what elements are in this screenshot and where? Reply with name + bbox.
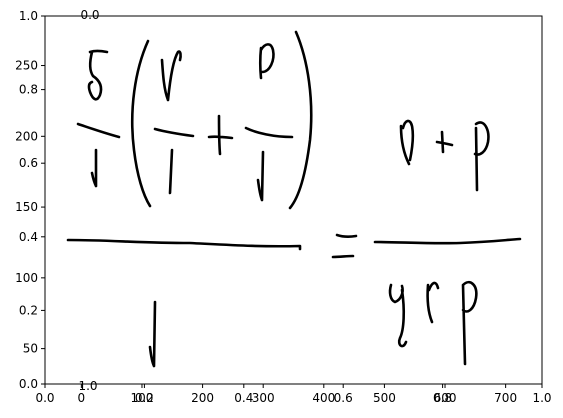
y-tick-label: 0.0 bbox=[19, 377, 38, 391]
ink-stroke bbox=[90, 148, 98, 188]
ink-stroke bbox=[258, 43, 275, 80]
ink-stroke bbox=[76, 122, 121, 139]
y-tick-label: 0.8 bbox=[19, 83, 38, 97]
ink-stroke bbox=[461, 280, 478, 366]
y-tick-label: 50 bbox=[23, 342, 38, 356]
overlap-x-label: 1.0 bbox=[78, 379, 97, 393]
x-tick-label: 500 bbox=[373, 391, 396, 405]
x-tick-label: 300 bbox=[252, 391, 275, 405]
ink-stroke bbox=[256, 150, 265, 202]
x-tick-label: 200 bbox=[191, 391, 214, 405]
y-tick-label: 0.2 bbox=[19, 303, 38, 317]
image-x-axis: 0 100 200 300 400 500 600 700 bbox=[78, 384, 517, 405]
ink-stroke bbox=[426, 281, 440, 324]
x-tick-label: 600 bbox=[434, 391, 457, 405]
ink-stroke bbox=[244, 126, 294, 139]
x-tick-label: 1.0 bbox=[532, 391, 551, 405]
x-tick-label: 0.8 bbox=[433, 391, 452, 405]
ink-stroke bbox=[331, 233, 358, 259]
outer-y-axis: 0.0 0.2 0.4 0.6 0.8 1.0 bbox=[19, 9, 45, 391]
x-tick-label: 0.2 bbox=[135, 391, 154, 405]
ink-stroke bbox=[160, 50, 182, 102]
ink-stroke bbox=[388, 283, 408, 348]
ink-stroke bbox=[153, 127, 195, 138]
y-tick-label: 0.6 bbox=[19, 156, 38, 170]
ink-stroke bbox=[207, 114, 234, 156]
outer-x-axis: 0.0 0.2 0.4 0.6 0.8 1.0 bbox=[35, 384, 552, 405]
ink-stroke bbox=[435, 130, 454, 154]
image-y-axis: 50 100 150 200 250 bbox=[15, 59, 45, 356]
ink-stroke bbox=[373, 237, 522, 245]
ink-stroke bbox=[148, 300, 157, 368]
y-tick-label: 100 bbox=[15, 271, 38, 285]
ink-stroke bbox=[168, 148, 174, 195]
ink-stroke bbox=[87, 49, 109, 101]
y-tick-label: 0.4 bbox=[19, 230, 38, 244]
x-tick-label: 400 bbox=[312, 391, 335, 405]
handwritten-equation bbox=[66, 30, 522, 368]
ink-stroke bbox=[288, 30, 313, 210]
x-tick-label: 0.4 bbox=[234, 391, 253, 405]
axes-frame bbox=[44, 15, 543, 385]
top-ghost-label: 0.0 bbox=[80, 8, 99, 22]
x-tick-label: 0.6 bbox=[334, 391, 353, 405]
x-tick-label: 0 bbox=[78, 391, 86, 405]
ink-stroke bbox=[473, 121, 490, 192]
ink-stroke bbox=[399, 119, 415, 166]
x-tick-label: 700 bbox=[494, 391, 517, 405]
y-tick-label: 1.0 bbox=[19, 9, 38, 23]
ink-stroke bbox=[66, 238, 302, 251]
y-tick-label: 200 bbox=[15, 129, 38, 143]
y-tick-label: 150 bbox=[15, 200, 38, 214]
x-tick-label: 100 bbox=[131, 391, 154, 405]
ink-stroke bbox=[130, 39, 152, 208]
y-tick-label: 250 bbox=[15, 59, 38, 73]
x-tick-label: 0.0 bbox=[35, 391, 54, 405]
